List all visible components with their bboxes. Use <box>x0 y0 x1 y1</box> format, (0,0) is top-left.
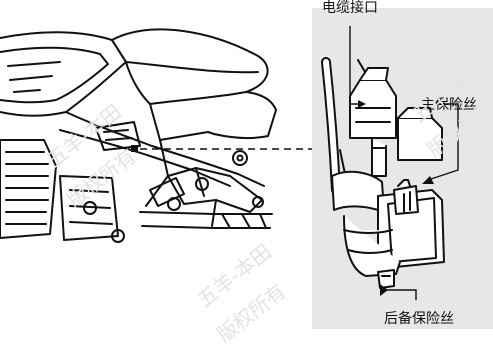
callout-leaders <box>349 26 459 300</box>
spare-fuse-label: 后备保险丝 <box>384 311 454 327</box>
detail-panel <box>312 8 493 329</box>
illustration-svg <box>0 8 493 329</box>
fuse-box-location-marker <box>131 145 138 152</box>
callout-arrowheads <box>358 100 434 296</box>
motorcycle-view <box>0 28 277 243</box>
fuse-box-detail <box>321 57 445 289</box>
main-fuse-label: 主保险丝 <box>421 97 477 113</box>
cable-connector-label: 电缆接口 <box>322 0 378 16</box>
